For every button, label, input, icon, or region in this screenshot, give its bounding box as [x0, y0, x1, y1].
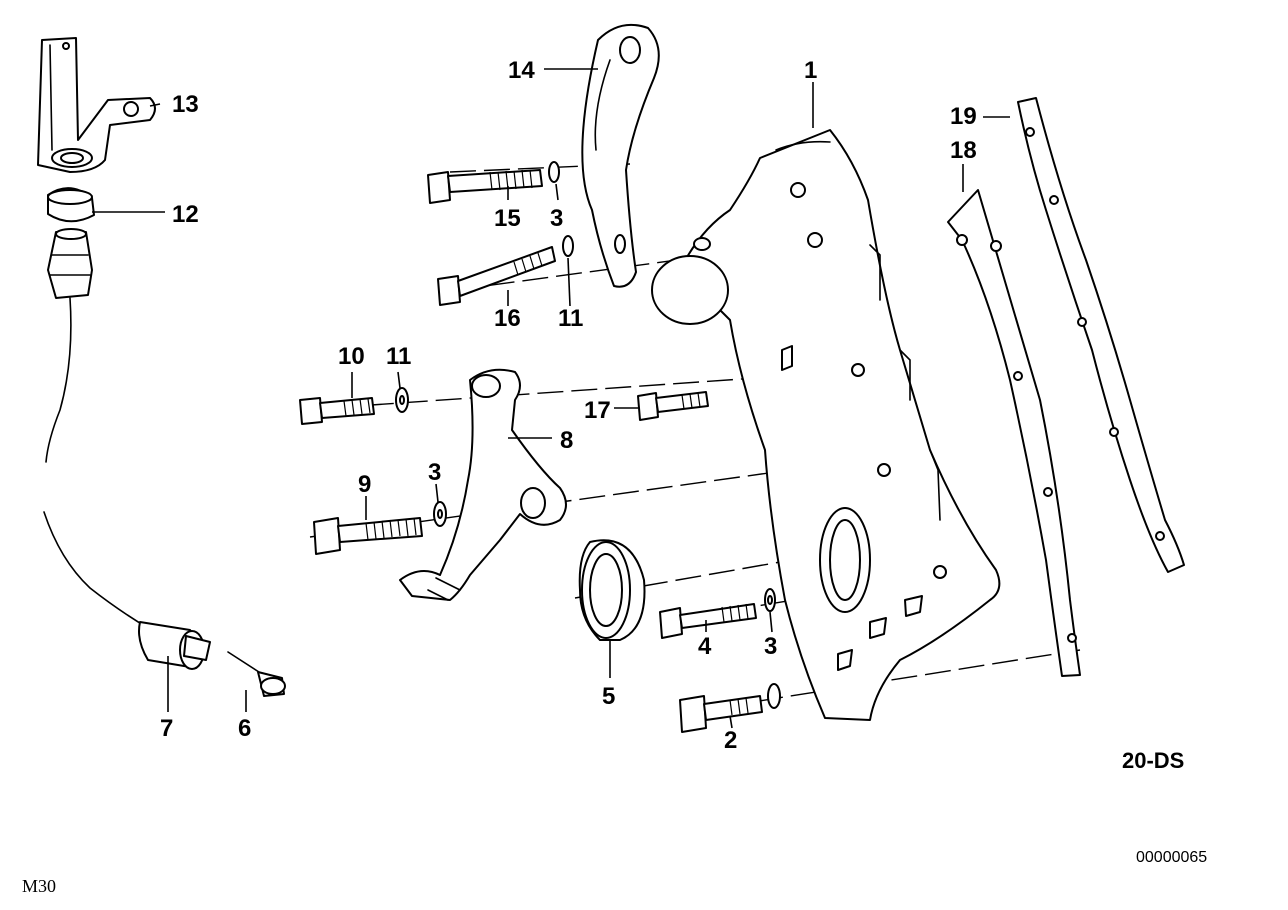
callout-14: 14: [508, 57, 535, 84]
bolt-10: [299, 397, 375, 425]
callout-6: 6: [238, 715, 251, 742]
callout-11-upper: 11: [558, 305, 583, 332]
leader-lines: [92, 68, 1010, 729]
washer-11-upper: [562, 235, 574, 257]
callout-17: 17: [584, 397, 611, 424]
callout-13: 13: [172, 91, 199, 118]
callout-18: 18: [950, 137, 977, 164]
callout-3-lower: 3: [764, 633, 777, 660]
washer-3-upper: [548, 161, 560, 183]
bolt-17: [637, 391, 709, 421]
gasket-18: [947, 189, 1081, 677]
sensor-bracket-13: [37, 37, 156, 173]
callout-9: 9: [358, 471, 371, 498]
cable-plug: [45, 228, 93, 463]
callout-8: 8: [560, 427, 573, 454]
shaft-seal-5: [578, 539, 646, 641]
callout-12: 12: [172, 201, 199, 228]
callout-11-lower: 11: [386, 343, 411, 370]
bolt-16: [437, 246, 556, 306]
callout-19: 19: [950, 103, 977, 130]
bolt-15: [427, 169, 543, 204]
timing-case-cover-1: [651, 129, 1001, 721]
bolt-4: [659, 603, 757, 639]
callout-labels: 1 13 12 14 15 3 16 11 19 18 10 11 17 8 9…: [160, 57, 977, 754]
speed-sensor-7: [43, 511, 211, 670]
gasket-19: [1017, 97, 1185, 573]
bolt-9: [313, 517, 423, 555]
callout-4: 4: [698, 633, 712, 660]
grommet-12: [47, 187, 95, 223]
bolt-2: [679, 695, 763, 733]
callout-1: 1: [804, 57, 817, 84]
bracket-14: [581, 24, 660, 288]
callout-10: 10: [338, 343, 365, 370]
engine-code: M30: [22, 876, 56, 896]
bracket-8: [399, 368, 567, 601]
document-number: 00000065: [1136, 849, 1207, 866]
bolt-6: [227, 651, 286, 697]
callout-5: 5: [602, 683, 615, 710]
callout-16: 16: [494, 305, 521, 332]
washer-3-lower: [764, 588, 776, 612]
callout-3-upper: 3: [550, 205, 563, 232]
washer-3-left: [433, 501, 447, 527]
washer-2: [767, 683, 781, 709]
callout-3-left: 3: [428, 459, 441, 486]
callout-2: 2: [724, 727, 737, 754]
assembly-axes: [299, 163, 1081, 713]
callout-7: 7: [160, 715, 173, 742]
callout-15: 15: [494, 205, 521, 232]
washer-11-lower: [395, 387, 409, 413]
group-code: 20-DS: [1122, 748, 1184, 773]
